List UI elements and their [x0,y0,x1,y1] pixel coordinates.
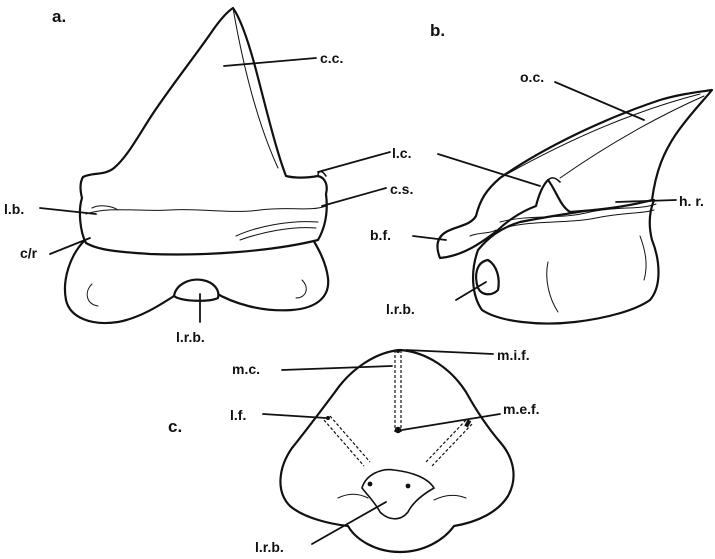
label-c-mef: m.e.f. [503,401,540,417]
labels: a. b. c. c.c. l.c. l.b. c.s. c/r l.r.b. … [4,7,704,555]
label-a-lc: l.c. [392,145,411,161]
panel-a-letter: a. [52,7,66,26]
panel-c-lingual-root-boss [361,468,436,520]
panel-c-outline [279,348,515,554]
panel-b-crown [436,88,714,260]
label-c-lf: l.f. [230,407,246,423]
label-b-oc: o.c. [520,69,544,85]
panel-c-drawing [279,348,515,554]
panel-a-lingual-root-boss [172,278,220,302]
panel-a-crown [78,6,328,256]
label-a-lrb: l.r.b. [176,329,205,345]
label-a-cr: c/r [20,245,38,261]
panel-a-drawing [63,6,330,325]
label-a-cs: c.s. [390,181,413,197]
panel-b-root [471,198,660,325]
label-a-cc: c.c. [320,50,343,66]
label-c-mif: m.i.f. [497,347,530,363]
label-c-mc: m.c. [232,361,260,377]
label-b-hr: h. r. [679,193,704,209]
label-b-lrb: l.r.b. [386,301,415,317]
leader-lines [39,57,677,545]
label-c-lrb: l.r.b. [255,539,284,555]
panel-b-drawing [436,88,714,325]
label-b-bf: b.f. [370,227,391,243]
label-a-lb: l.b. [4,201,24,217]
panel-b-lingual-root-boss [475,258,500,296]
panel-b-letter: b. [430,21,445,40]
panel-c-letter: c. [168,417,182,436]
